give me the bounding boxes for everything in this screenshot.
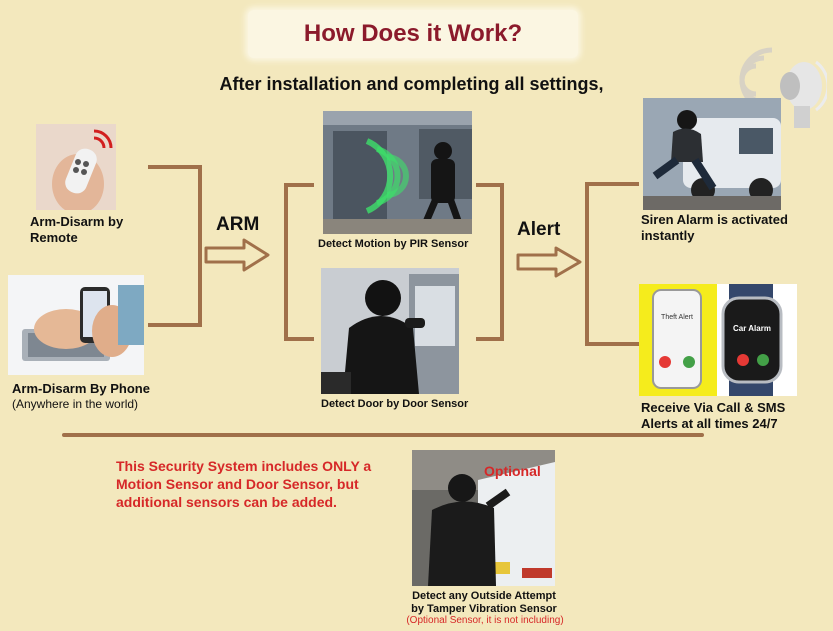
siren-alarm-label: Siren Alarm is activated instantly — [641, 212, 788, 243]
remote-photo — [36, 124, 116, 210]
phone-note: (Anywhere in the world) — [12, 397, 139, 411]
phone-screen-text: Theft Alert — [661, 314, 693, 321]
title-banner: How Does it Work? — [248, 10, 578, 58]
watch-screen-text: Car Alarm — [733, 324, 771, 333]
phone-photo — [8, 275, 144, 375]
alert-arrow-icon — [516, 246, 582, 278]
door-sensor-photo — [321, 268, 459, 394]
scope-notice: This Security System includes ONLY a Mot… — [116, 458, 372, 510]
siren-alarm-photo — [643, 98, 781, 210]
door-sensor-label: Detect Door by Door Sensor — [321, 398, 469, 410]
page-title: How Does it Work? — [303, 20, 523, 47]
arm-arrow-icon — [204, 238, 270, 272]
call-sms-label: Receive Via Call & SMS Alerts at all tim… — [641, 400, 786, 431]
output-bracket — [585, 182, 639, 346]
phone-label: Arm-Disarm By Phone — [12, 381, 150, 396]
subtitle: After installation and completing all se… — [219, 74, 604, 94]
motion-sensor-label: Detect Motion by PIR Sensor — [318, 238, 469, 250]
arm-label: ARM — [216, 214, 260, 235]
optional-badge: Optional — [484, 463, 541, 479]
alert-label: Alert — [517, 219, 561, 240]
sensor-bracket-left — [284, 183, 314, 341]
sensor-bracket-right — [476, 183, 504, 341]
tamper-sensor-note: (Optional Sensor, it is not including) — [406, 615, 564, 626]
remote-label: Arm-Disarm by Remote — [30, 214, 124, 245]
tamper-sensor-label: Detect any Outside Attempt by Tamper Vib… — [411, 590, 557, 615]
motion-sensor-photo — [323, 111, 472, 234]
siren-icon — [739, 47, 827, 128]
section-divider — [62, 433, 704, 437]
tamper-sensor-photo — [412, 450, 555, 586]
input-merge-bracket — [148, 165, 202, 327]
call-sms-photo: Theft Alert Car Alarm — [639, 284, 797, 396]
